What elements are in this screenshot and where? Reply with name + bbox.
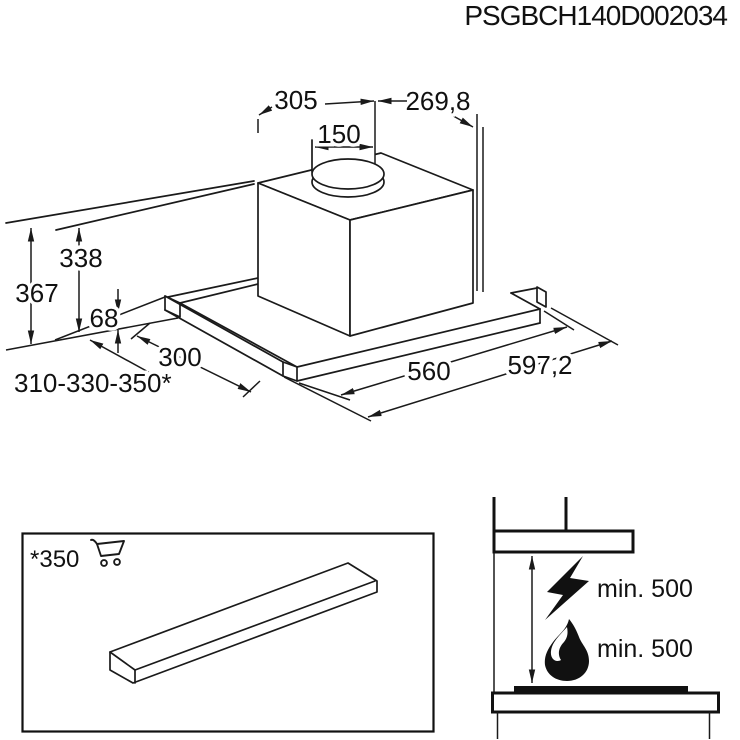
dim-label-width-inner: 560 xyxy=(407,356,450,386)
dim-label-height-total: 367 xyxy=(15,278,58,308)
dimension-300: 300 xyxy=(130,322,261,398)
dim-label-height-body: 338 xyxy=(59,243,102,273)
dimension-68: 68 xyxy=(86,289,122,353)
hood-side-view xyxy=(492,529,635,554)
dimension-depth-range: 310-330-350* xyxy=(11,339,175,402)
dimension-305: 305 xyxy=(257,82,375,133)
dim-label-panel-edge: 68 xyxy=(90,303,119,333)
dimension-150: 150 xyxy=(314,116,373,153)
shopping-cart-icon xyxy=(90,538,125,567)
lightning-icon xyxy=(545,556,589,620)
accessory-label: *350 xyxy=(30,546,79,573)
dimension-367: 367 xyxy=(12,228,62,344)
dim-label-top-left: 305 xyxy=(274,85,317,115)
dim-label-depth: 300 xyxy=(158,342,201,372)
duct-spigot xyxy=(311,101,385,198)
drawing-title: PSGBCH140D002034 xyxy=(464,0,727,31)
hood-isometric-drawing: 150 305 269,8 367 338 68 xyxy=(5,82,619,422)
counter-side-view xyxy=(491,691,720,714)
dimension-338: 338 xyxy=(56,228,106,332)
dim-label-width-total: 597,2 xyxy=(507,350,572,380)
installation-panel: min. 500 min. 500 xyxy=(491,497,720,739)
dim-label-duct: 150 xyxy=(317,119,360,149)
dim-label-top-right: 269,8 xyxy=(405,86,470,116)
extension-strip-drawing xyxy=(109,562,378,684)
dimension-597-2: 597,2 xyxy=(283,307,619,422)
accessory-panel: *350 xyxy=(21,532,435,733)
dim-label-depth-range: 310-330-350* xyxy=(14,368,172,398)
dimension-269-8: 269,8 xyxy=(378,83,474,128)
cooktop-side-view xyxy=(514,686,688,693)
gas-clearance-label: min. 500 xyxy=(597,635,693,663)
flame-icon xyxy=(544,619,589,681)
electric-clearance-label: min. 500 xyxy=(597,575,693,603)
